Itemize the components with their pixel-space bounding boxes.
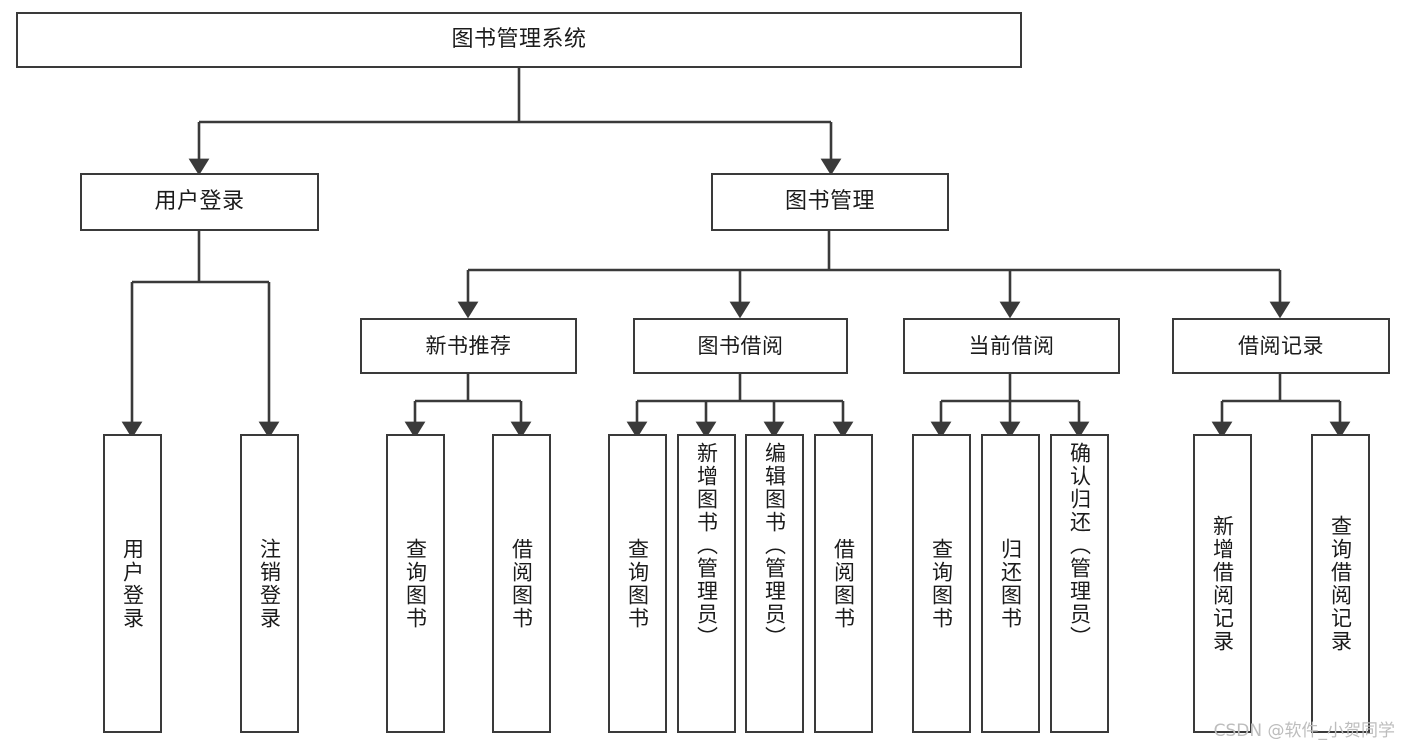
leaf-user-login[interactable]: 用户登录 [103,434,162,733]
leaf-query-book-borrow[interactable]: 查询图书 [608,434,667,733]
node-user-login[interactable]: 用户登录 [80,173,319,231]
node-root-system-label: 图书管理系统 [451,27,587,53]
leaf-add-borrow-record-label: 新增借阅记录 [1210,514,1235,653]
leaf-query-book-recommend-label: 查询图书 [403,537,428,630]
leaf-confirm-return-admin-label: 确认归还（管理员） [1067,442,1092,649]
csdn-watermark: CSDN @软件_小贺同学 [1213,721,1395,741]
leaf-borrow-book-recommend-label: 借阅图书 [509,537,534,630]
node-book-management-label: 图书管理 [784,189,875,215]
leaf-add-book-admin[interactable]: 新增图书（管理员） [677,434,736,733]
node-new-book-recommend[interactable]: 新书推荐 [360,318,577,374]
leaf-borrow-book-recommend[interactable]: 借阅图书 [492,434,551,733]
leaf-logout-label: 注销登录 [257,537,282,630]
leaf-query-borrow-record-label: 查询借阅记录 [1328,514,1353,653]
node-borrow-record[interactable]: 借阅记录 [1172,318,1390,374]
node-book-management[interactable]: 图书管理 [711,173,949,231]
leaf-confirm-return-admin[interactable]: 确认归还（管理员） [1050,434,1109,733]
leaf-user-login-label: 用户登录 [120,537,145,630]
leaf-return-book[interactable]: 归还图书 [981,434,1040,733]
leaf-edit-book-admin[interactable]: 编辑图书（管理员） [745,434,804,733]
node-current-borrow-label: 当前借阅 [968,333,1055,358]
leaf-query-book-borrow-label: 查询图书 [625,537,650,630]
leaf-add-book-admin-label: 新增图书（管理员） [694,442,719,649]
node-root-system[interactable]: 图书管理系统 [16,12,1022,68]
node-user-login-label: 用户登录 [154,189,245,215]
leaf-borrow-book-label: 借阅图书 [831,537,856,630]
node-borrow-record-label: 借阅记录 [1238,333,1324,358]
leaf-edit-book-admin-label: 编辑图书（管理员） [762,442,787,649]
leaf-query-book-recommend[interactable]: 查询图书 [386,434,445,733]
node-book-borrow-label: 图书借阅 [697,333,784,358]
node-new-book-recommend-label: 新书推荐 [425,333,512,358]
leaf-logout[interactable]: 注销登录 [240,434,299,733]
node-book-borrow[interactable]: 图书借阅 [633,318,848,374]
leaf-borrow-book[interactable]: 借阅图书 [814,434,873,733]
leaf-add-borrow-record[interactable]: 新增借阅记录 [1193,434,1252,733]
node-current-borrow[interactable]: 当前借阅 [903,318,1120,374]
leaf-query-book-current-label: 查询图书 [929,537,954,630]
leaf-return-book-label: 归还图书 [998,537,1023,630]
leaf-query-book-current[interactable]: 查询图书 [912,434,971,733]
leaf-query-borrow-record[interactable]: 查询借阅记录 [1311,434,1370,733]
